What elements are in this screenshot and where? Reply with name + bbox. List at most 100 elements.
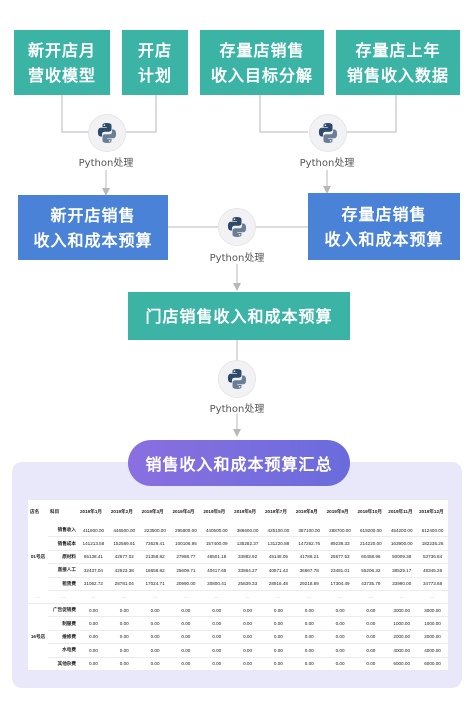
cell-value: 182235.26 [417, 536, 448, 551]
item-name: 原材料 [48, 550, 78, 565]
cell-value: 0.00 [139, 616, 171, 631]
cell-value: 0.00 [324, 603, 356, 618]
cell-value: 33864.27 [232, 563, 263, 578]
cell-value: 45148.05 [262, 550, 294, 565]
cell-value: 512400.00 [417, 524, 448, 538]
cell-value: 425100.00 [262, 524, 294, 538]
cell-value: 0.00 [170, 643, 202, 658]
ellipsis-mark: … [48, 590, 78, 604]
cell-value: 27988.77 [170, 550, 202, 565]
cell-value: 0.00 [293, 657, 325, 670]
cell-value: 0.00 [170, 616, 202, 631]
cell-value: 0.00 [355, 616, 387, 631]
cell-value: 0.00 [355, 603, 387, 618]
cell-value: 446500.00 [108, 524, 140, 538]
cell-value: 34773.68 [417, 577, 448, 591]
cell-value: 25609.71 [170, 563, 202, 578]
cell-value: 147262.76 [293, 536, 325, 551]
cell-value: 3000.00 [386, 603, 418, 618]
python-logo-icon [97, 123, 117, 143]
item-name: 销售收入 [48, 524, 78, 538]
cell-value: 0.00 [108, 603, 140, 618]
cell-value: 28781.04 [108, 577, 140, 591]
cell-value: 1000.00 [417, 616, 448, 631]
cell-value: 0.00 [170, 603, 202, 618]
item-name: 其他杂费 [48, 657, 78, 670]
cell-value: 25677.53 [324, 550, 356, 565]
python-node-4 [218, 360, 256, 398]
cell-value: 0.00 [232, 616, 263, 631]
cell-value: 50009.38 [386, 550, 418, 565]
cell-value: 48501.18 [201, 550, 233, 565]
header-month: 2019年7月 [264, 509, 287, 514]
header-item: 科目 [50, 509, 60, 514]
cell-value: 17304.49 [324, 577, 356, 591]
cell-value: 0.00 [139, 643, 171, 658]
ellipsis-mark: … [386, 590, 418, 604]
box-store-opening-plan: 开店 计划 [122, 30, 188, 95]
cell-value: 0.00 [355, 630, 387, 645]
cell-value: 18658.82 [139, 563, 171, 578]
box-existing-store-budget: 存量店销售 收入和成本预算 [308, 193, 460, 260]
cell-value: 41788.21 [293, 550, 325, 565]
summary-pill: 销售收入和成本预算汇总 [128, 440, 350, 486]
cell-value: 60458.96 [355, 550, 387, 565]
cell-value: 0.00 [108, 657, 140, 670]
ellipsis-mark: … [293, 590, 325, 604]
connector-top1 [61, 95, 88, 133]
cell-value: 0.00 [262, 630, 294, 645]
cell-value: 6000.00 [417, 657, 448, 670]
cell-value: 17024.71 [139, 577, 171, 591]
cell-value: 157400.09 [201, 536, 233, 551]
cell-value: 31062.72 [78, 577, 109, 591]
cell-value: 0.00 [324, 616, 356, 631]
box-store-budget-merged: 门店销售收入和成本预算 [128, 292, 350, 340]
cell-value: 55206.32 [355, 563, 387, 578]
cell-value: 0.00 [262, 643, 294, 658]
cell-value: 0.00 [108, 616, 140, 631]
item-name: 制服费 [48, 616, 78, 631]
item-name: 广告促销费 [48, 603, 78, 618]
header-month: 2019年9月 [326, 509, 349, 514]
header-month: 2019年2月 [110, 509, 133, 514]
cell-value: 141213.58 [78, 536, 109, 551]
ellipsis-mark: … [324, 590, 356, 604]
cell-value: 411800.00 [78, 524, 109, 538]
header-month: 2019年4月 [172, 509, 195, 514]
cell-value: 4000.00 [386, 643, 418, 658]
header-month: 2019年11月 [388, 509, 413, 514]
cell-value: 30800.41 [201, 577, 233, 591]
cell-value: 29218.89 [293, 577, 325, 591]
cell-value: 53736.84 [417, 550, 448, 565]
cell-value: 440500.00 [201, 524, 233, 538]
cell-value: 152589.61 [108, 536, 140, 551]
ellipsis-mark: … [108, 590, 140, 604]
cell-value: 25839.33 [232, 577, 263, 591]
item-name: 维修费 [48, 630, 78, 645]
store-name: 01号店 [30, 554, 46, 560]
cell-value: 38529.17 [386, 563, 418, 578]
cell-value: 0.00 [139, 630, 171, 645]
cell-value: 223500.00 [139, 524, 171, 538]
cell-value: 386600.00 [232, 524, 263, 538]
cell-value: 0.00 [293, 603, 325, 618]
cell-value: 20990.00 [170, 577, 202, 591]
ellipsis-mark: … [232, 590, 263, 604]
ellipsis-mark: … [28, 590, 48, 604]
cell-value: 32437.04 [78, 563, 109, 578]
python-label-1: Python处理 [78, 158, 134, 169]
connector-top2 [126, 95, 157, 133]
header-month: 2019年10月 [357, 509, 382, 514]
cell-value: 23481.01 [324, 563, 356, 578]
cell-value: 0.00 [201, 603, 233, 618]
cell-value: 0.00 [108, 643, 140, 658]
cell-value: 295900.00 [170, 524, 202, 538]
